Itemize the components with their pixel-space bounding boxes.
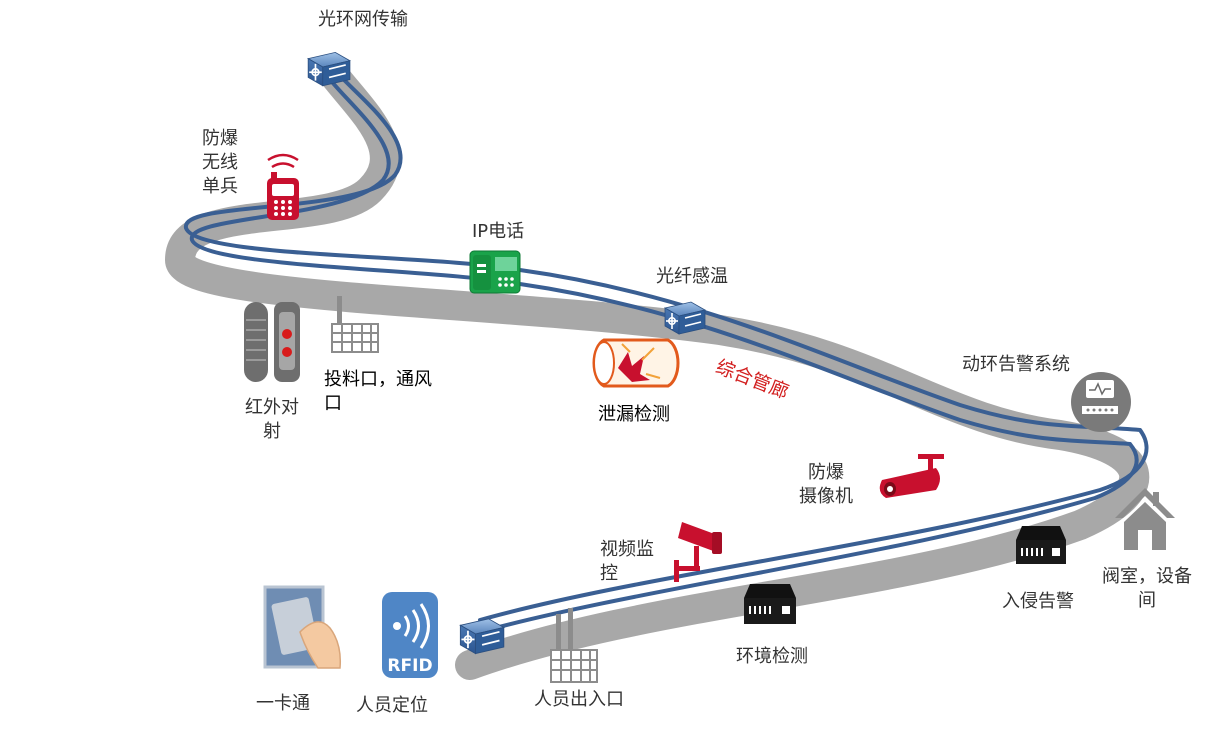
- label-inlet-vent: 投料口，通风 口: [324, 369, 432, 414]
- rfid-tag-icon: RFID: [382, 592, 438, 678]
- intrusion-alarm-device-icon: [1016, 526, 1066, 564]
- label-fiber-ring: 光环网传输: [318, 9, 408, 30]
- utility-tunnel-road: [165, 55, 1150, 680]
- label-ip-phone: IP电话: [472, 221, 525, 242]
- leak-pipe-icon: [592, 338, 680, 388]
- label-power-env-alarm: 动环告警系统: [962, 354, 1070, 375]
- personnel-access-grate-icon: [550, 608, 598, 683]
- label-infrared: 红外对 射: [245, 397, 299, 442]
- fiber-switch-mid-icon: [664, 301, 706, 335]
- ip-phone-icon: [469, 250, 521, 294]
- label-explosion-proof-camera: 防爆 摄像机: [799, 462, 853, 507]
- monitor-alarm-icon: [1071, 372, 1131, 432]
- surveillance-camera-icon: [674, 522, 722, 582]
- explosion-proof-camera-icon: [879, 454, 944, 498]
- fiber-switch-top-icon: [307, 51, 351, 87]
- card-reader-hand-icon: [263, 585, 342, 669]
- label-fiber-temperature: 光纤感温: [656, 266, 728, 287]
- label-personnel-location: 人员定位: [356, 695, 428, 716]
- label-one-card: 一卡通: [256, 693, 310, 714]
- infrared-beam-icon: [244, 302, 300, 382]
- walkie-talkie-icon: [267, 153, 299, 220]
- fiber-switch-bottom-icon: [459, 617, 505, 655]
- label-personnel-access: 人员出入口: [534, 689, 624, 710]
- label-video-monitoring: 视频监 控: [600, 539, 654, 584]
- label-intrusion-alarm: 入侵告警: [1002, 591, 1074, 612]
- environment-sensor-device-icon: [744, 584, 796, 624]
- label-explosion-proof-radio: 防爆 无线 单兵: [202, 128, 238, 197]
- label-valve-room: 阀室，设备 间: [1102, 566, 1192, 611]
- rfid-label: RFID: [387, 656, 432, 676]
- valve-room-house-icon: [1115, 488, 1175, 550]
- label-environment-detection: 环境检测: [736, 646, 808, 667]
- vent-grate-icon: [331, 296, 379, 353]
- label-leak-detection: 泄漏检测: [598, 404, 670, 425]
